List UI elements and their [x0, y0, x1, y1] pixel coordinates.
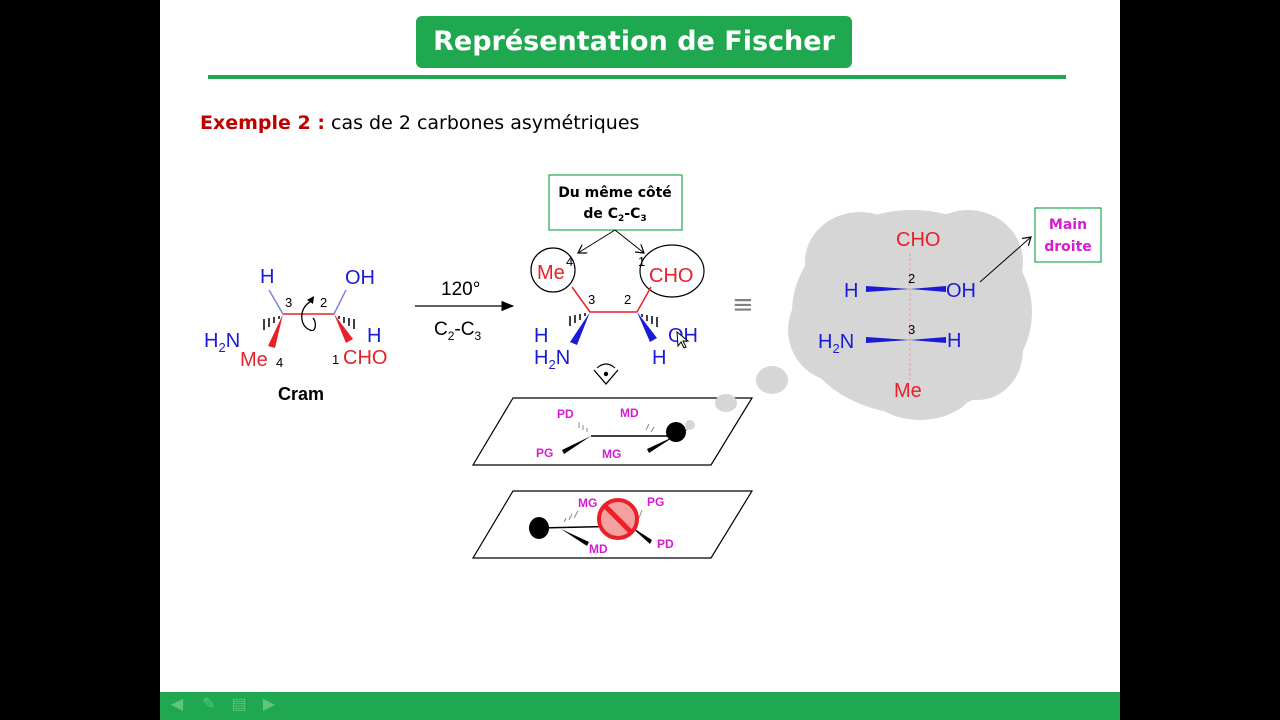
plane1-pd: PD — [557, 407, 574, 421]
cram-h-right: H — [367, 325, 381, 347]
rot-nh2: H2N — [534, 347, 570, 372]
fischer-h-left: H — [844, 280, 858, 302]
cram-nh2: H2N — [204, 330, 240, 355]
rot-c3-label: 3 — [588, 292, 595, 307]
equivalence-sign: ≡ — [732, 290, 754, 320]
next-icon[interactable]: ▶ — [262, 696, 276, 713]
cram-cho-number: 1 — [332, 352, 339, 367]
rotated-structure: Me 4 CHO 1 3 2 H H2N OH H — [530, 244, 705, 372]
circle-cho — [639, 244, 705, 298]
plane2-pd: PD — [657, 537, 674, 551]
cram-me-number: 4 — [276, 355, 283, 370]
fischer-projection: CHO 2 H OH 3 H2N H Me — [818, 229, 976, 402]
callout-arrow-right — [614, 229, 644, 253]
rotation-arrowhead — [307, 296, 314, 304]
cram-cho: CHO — [343, 347, 387, 369]
fischer-h-right: H — [947, 330, 961, 352]
cram-h-top: H — [260, 266, 274, 288]
example-text: cas de 2 carbones asymétriques — [331, 112, 640, 134]
slide: Représentation de Fischer Exemple 2 : ca… — [160, 0, 1120, 720]
rot-bond-c2-cho — [636, 286, 652, 313]
stereochemistry-diagram: H OH H2N Me 4 H CHO 1 3 2 Cram 120° C2-C… — [204, 174, 1102, 559]
plane1-mg: MG — [602, 447, 621, 461]
rotation-angle: 120° — [441, 279, 480, 300]
plane2-mg: MG — [578, 496, 597, 510]
hash-c2-h — [338, 316, 355, 329]
fischer-oh: OH — [946, 280, 976, 302]
fischer-c2: 2 — [908, 271, 915, 286]
callout-line1: Du même côté — [558, 185, 672, 201]
cram-c2-label: 2 — [320, 295, 327, 310]
cram-me: Me — [240, 349, 268, 371]
hash-c3-nh2 — [263, 316, 280, 330]
fischer-cho: CHO — [896, 229, 940, 251]
title-underline — [208, 75, 1066, 79]
rot-wedge-c2-h — [637, 312, 657, 342]
bond-c3-h — [268, 289, 284, 315]
newman-plane-allowed: PD MD PG MG — [471, 397, 754, 466]
wedge-c2-cho — [334, 314, 353, 343]
forbidden-icon — [597, 498, 639, 540]
plane1-md: MD — [620, 406, 639, 420]
callout-line2: de C2-C3 — [583, 206, 646, 224]
bottom-bar — [160, 692, 1120, 720]
cram-structure: H OH H2N Me 4 H CHO 1 3 2 Cram — [204, 266, 387, 404]
rot-me: Me — [537, 262, 565, 284]
cram-caption: Cram — [278, 384, 324, 404]
cram-c3-label: 3 — [285, 295, 292, 310]
right-hand-note: Main droite — [979, 207, 1102, 283]
eye-icon — [593, 363, 619, 385]
rotation-step: 120° C2-C3 — [415, 279, 515, 343]
cursor-icon — [676, 330, 690, 349]
rot-hash-c2-oh — [641, 314, 658, 327]
rot-bond-c3-me — [571, 286, 591, 313]
rot-hash-c3-h — [569, 313, 586, 326]
plane1-pg: PG — [536, 446, 553, 460]
rot-cho: CHO — [649, 265, 693, 287]
callout-arrow-left — [578, 229, 616, 253]
pen-icon[interactable]: ✎ — [202, 696, 216, 713]
rot-cho-number: 1 — [638, 254, 645, 269]
rot-me-number: 4 — [566, 254, 573, 269]
bond-c2-oh — [333, 289, 347, 315]
fischer-c3: 3 — [908, 322, 915, 337]
rot-wedge-c3-nh2 — [570, 312, 590, 345]
fischer-nh2: H2N — [818, 331, 854, 356]
rot-oh: OH — [668, 325, 698, 347]
previous-icon[interactable]: ◀ — [170, 696, 184, 713]
rot-h-left: H — [534, 325, 548, 347]
rot-h-right: H — [652, 347, 666, 369]
hand-line2: droite — [1044, 239, 1092, 255]
newman-plane-forbidden: MG PG MD PD — [471, 490, 754, 559]
example-label: Exemple 2 : — [200, 112, 325, 134]
hand-line1: Main — [1049, 217, 1087, 233]
plane2-md: MD — [589, 542, 608, 556]
page-title: Représentation de Fischer — [416, 16, 852, 68]
plane2-pg: PG — [647, 495, 664, 509]
rotation-bond: C2-C3 — [434, 319, 481, 343]
rotation-arrow — [301, 301, 317, 332]
example-heading: Exemple 2 : cas de 2 carbones asymétriqu… — [200, 112, 639, 134]
fischer-me: Me — [894, 380, 922, 402]
rot-c2-label: 2 — [624, 292, 631, 307]
wedge-c3-me — [268, 314, 283, 348]
cram-oh: OH — [345, 267, 375, 289]
thought-cloud — [685, 210, 1032, 430]
circle-me — [530, 247, 576, 293]
menu-icon[interactable]: ▤ — [231, 696, 247, 713]
same-side-callout: Du même côté de C2-C3 — [548, 174, 683, 253]
